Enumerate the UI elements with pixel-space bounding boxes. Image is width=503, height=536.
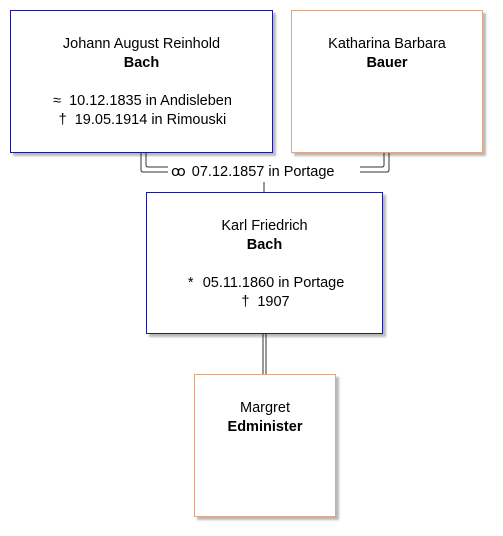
marriage-info: ꝏ 07.12.1857 in Portage [168,162,338,182]
mother-card[interactable]: Katharina Barbara Bauer [291,10,483,153]
subject-events: * 05.11.1860 in Portage † 1907 [147,274,382,312]
birth-icon: * [187,275,194,291]
subject-surname: Bach [246,237,283,253]
spouse-surname: Edminister [227,419,303,435]
father-baptism: ≈10.12.1835 in Andisleben [11,92,272,111]
marriage-text: 07.12.1857 in Portage [191,164,335,180]
father-baptism-text: 10.12.1835 in Andisleben [69,93,232,109]
subject-death: † 1907 [147,293,382,312]
subject-death-text: 1907 [257,294,290,310]
death-icon: † [241,294,250,310]
subject-given-name: Karl Friedrich [221,218,308,234]
father-events: ≈10.12.1835 in Andisleben † 19.05.1914 in… [11,92,272,130]
mother-given-name: Katharina Barbara [328,36,446,52]
spouse-given-name: Margret [240,400,290,416]
subject-card[interactable]: Karl Friedrich Bach * 05.11.1860 in Porta… [146,192,383,334]
marriage-rings-icon: ꝏ [171,164,186,180]
spouse-card[interactable]: Margret Edminister [194,374,336,517]
baptism-icon: ≈ [53,93,62,109]
subject-birth: * 05.11.1860 in Portage [147,274,382,293]
father-card[interactable]: Johann August Reinhold Bach ≈10.12.1835 … [10,10,273,153]
subject-birth-text: 05.11.1860 in Portage [202,275,345,291]
father-surname: Bach [123,55,160,71]
death-icon: † [58,112,67,128]
mother-surname: Bauer [366,55,408,71]
father-given-name: Johann August Reinhold [62,36,221,52]
father-death-text: 19.05.1914 in Rimouski [74,112,227,128]
father-death: † 19.05.1914 in Rimouski [11,111,272,130]
